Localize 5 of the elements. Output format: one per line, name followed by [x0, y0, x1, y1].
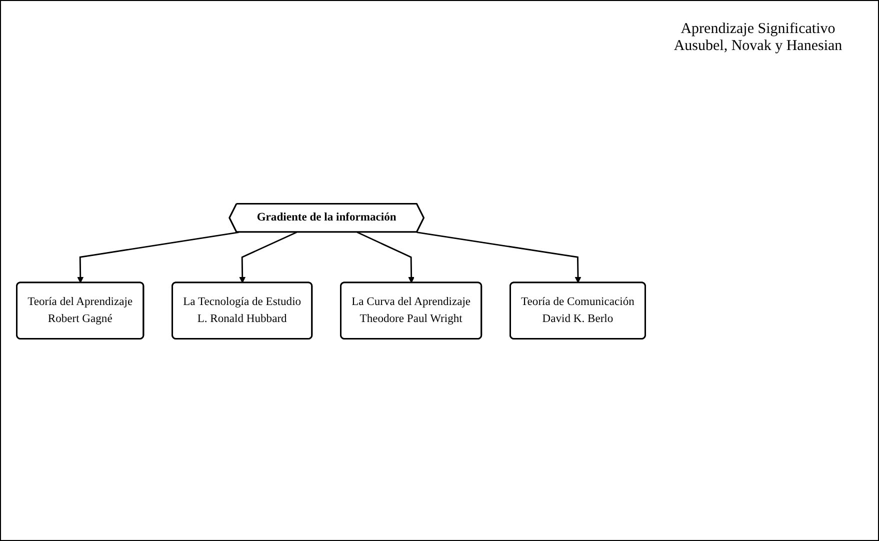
arrow — [356, 231, 415, 283]
note-text: Aprendizaje Significativo Ausubel, Novak y Hanesian — [672, 21, 844, 55]
arrow — [77, 231, 239, 283]
arrow — [239, 231, 298, 283]
arrow — [416, 231, 582, 283]
